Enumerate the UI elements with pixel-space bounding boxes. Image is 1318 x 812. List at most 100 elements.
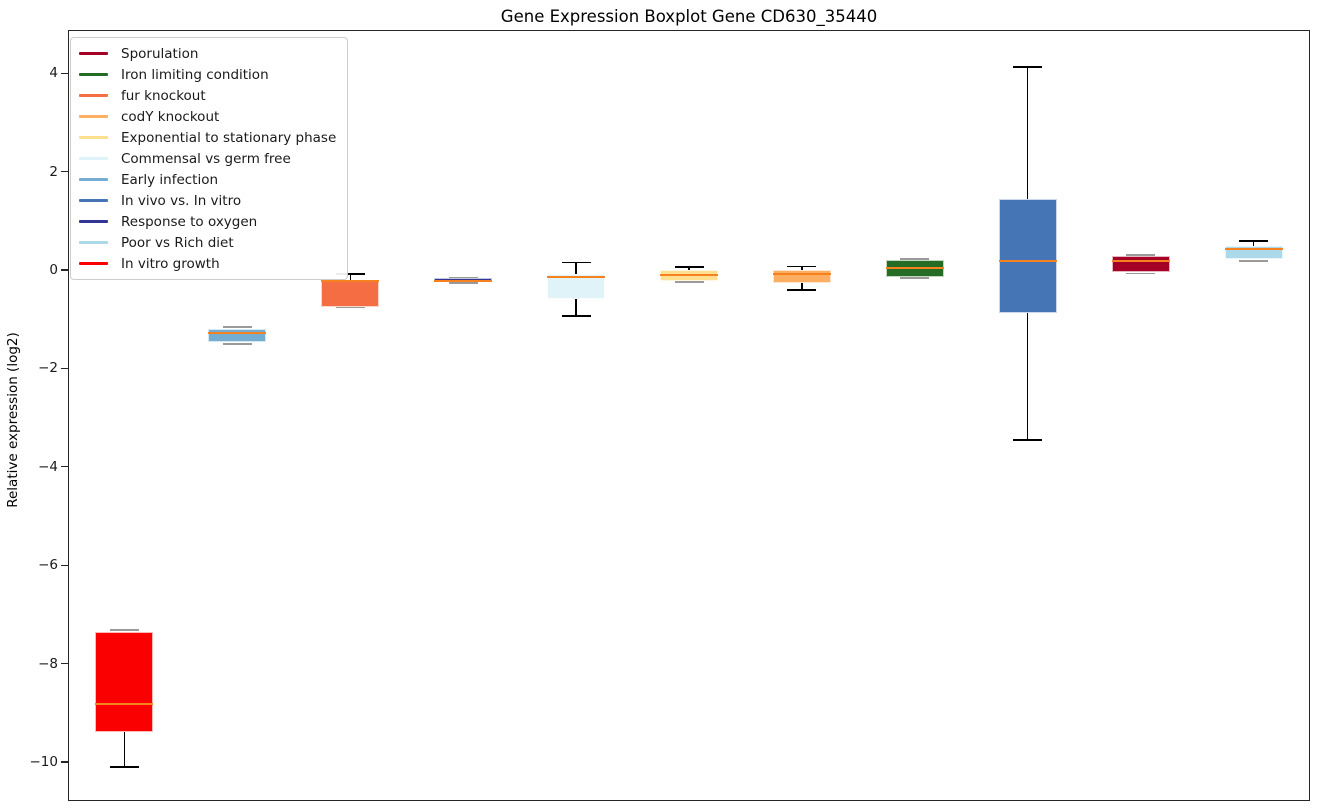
legend-color-swatch (79, 115, 108, 118)
legend-color-swatch (79, 157, 108, 160)
median-line (998, 260, 1057, 263)
legend-item-label: Iron limiting condition (121, 66, 269, 83)
y-tick-label: 2 (49, 163, 58, 180)
median-line (95, 703, 154, 706)
y-tick-mark (61, 171, 68, 173)
whisker-cap (222, 326, 252, 328)
median-line (885, 266, 944, 269)
legend-item-label: Exponential to stationary phase (121, 129, 337, 146)
median-line (1111, 259, 1170, 262)
whisker-cap (787, 289, 817, 291)
legend-color-swatch (79, 73, 108, 76)
y-tick-mark (61, 663, 68, 665)
legend-item-label: Response to oxygen (121, 213, 258, 230)
whisker-cap (335, 273, 365, 275)
legend-item: Early infection (79, 169, 339, 190)
legend-item: Poor vs Rich diet (79, 232, 339, 253)
whisker-cap (1126, 272, 1156, 275)
y-tick-label: −8 (38, 655, 58, 672)
whisker-cap (1013, 438, 1043, 441)
whisker-line (575, 262, 577, 274)
y-tick-mark (61, 72, 68, 74)
whisker-line (688, 267, 690, 271)
whisker-line (349, 273, 351, 280)
legend-item: codY knockout (79, 106, 339, 127)
y-tick-mark (61, 367, 68, 369)
whisker-cap (900, 277, 930, 279)
legend-item: Sporulation (79, 43, 339, 64)
median-line (434, 279, 493, 282)
whisker-cap (787, 265, 817, 268)
legend-color-swatch (79, 136, 108, 139)
whisker-line (1252, 240, 1255, 246)
legend-item-label: In vivo vs. In vitro (121, 192, 242, 209)
whisker-cap (674, 266, 704, 268)
whisker-cap (561, 261, 591, 264)
whisker-line (575, 298, 577, 316)
legend-color-swatch (79, 52, 108, 55)
y-tick-mark (61, 761, 68, 763)
legend-item: Iron limiting condition (79, 64, 339, 85)
y-tick-label: 4 (49, 65, 58, 82)
whisker-cap (109, 629, 139, 631)
whisker-cap (1013, 66, 1043, 68)
legend-color-swatch (79, 241, 108, 244)
legend-item-label: Poor vs Rich diet (121, 234, 234, 251)
legend-color-swatch (79, 94, 108, 97)
legend-item: In vivo vs. In vitro (79, 190, 339, 211)
legend-item-label: Commensal vs germ free (121, 150, 291, 167)
box-body (208, 328, 267, 342)
legend-color-swatch (79, 178, 108, 181)
median-line (660, 273, 718, 276)
y-tick-label: −2 (38, 360, 58, 377)
chart-title: Gene Expression Boxplot Gene CD630_35440 (500, 7, 878, 26)
median-line (547, 276, 606, 279)
whisker-cap (222, 343, 252, 345)
legend-item-label: codY knockout (121, 108, 220, 125)
y-tick-mark (61, 466, 68, 468)
whisker-cap (448, 282, 478, 285)
legend-color-swatch (79, 262, 108, 265)
whisker-cap (335, 306, 365, 309)
legend-color-swatch (79, 199, 108, 202)
whisker-line (123, 732, 126, 767)
whisker-line (801, 266, 803, 271)
legend-color-swatch (79, 220, 108, 223)
median-line (772, 272, 831, 275)
y-tick-label: −4 (38, 458, 58, 475)
box-body (321, 279, 380, 308)
whisker-line (801, 283, 803, 291)
whisker-cap (1239, 240, 1269, 242)
whisker-cap (900, 258, 930, 260)
y-tick-label: −10 (29, 754, 59, 770)
legend-item: fur knockout (79, 85, 339, 106)
whisker-cap (1239, 260, 1269, 262)
whisker-cap (674, 281, 704, 283)
whisker-cap (561, 314, 591, 317)
legend-item-label: fur knockout (121, 87, 206, 104)
median-line (321, 279, 380, 282)
whisker-line (1027, 66, 1029, 200)
y-tick-label: 0 (49, 262, 58, 278)
median-line (208, 331, 267, 334)
legend-item: In vitro growth (79, 253, 339, 274)
y-tick-mark (61, 564, 68, 566)
y-tick-label: −6 (38, 557, 58, 574)
legend-item: Commensal vs germ free (79, 148, 339, 169)
whisker-cap (448, 276, 478, 279)
box-body (998, 199, 1057, 314)
legend-item: Response to oxygen (79, 211, 339, 232)
whisker-line (1027, 313, 1029, 440)
box-body (95, 631, 154, 733)
y-axis-label: Relative expression (log2) (5, 332, 21, 508)
whisker-cap (1126, 254, 1156, 257)
median-line (1224, 247, 1283, 250)
box-body (1111, 256, 1170, 273)
y-tick-mark (61, 269, 68, 271)
legend-item-label: In vitro growth (121, 255, 220, 272)
legend-item-label: Early infection (121, 171, 219, 188)
whisker-cap (109, 766, 139, 768)
legend-item: Exponential to stationary phase (79, 127, 339, 148)
